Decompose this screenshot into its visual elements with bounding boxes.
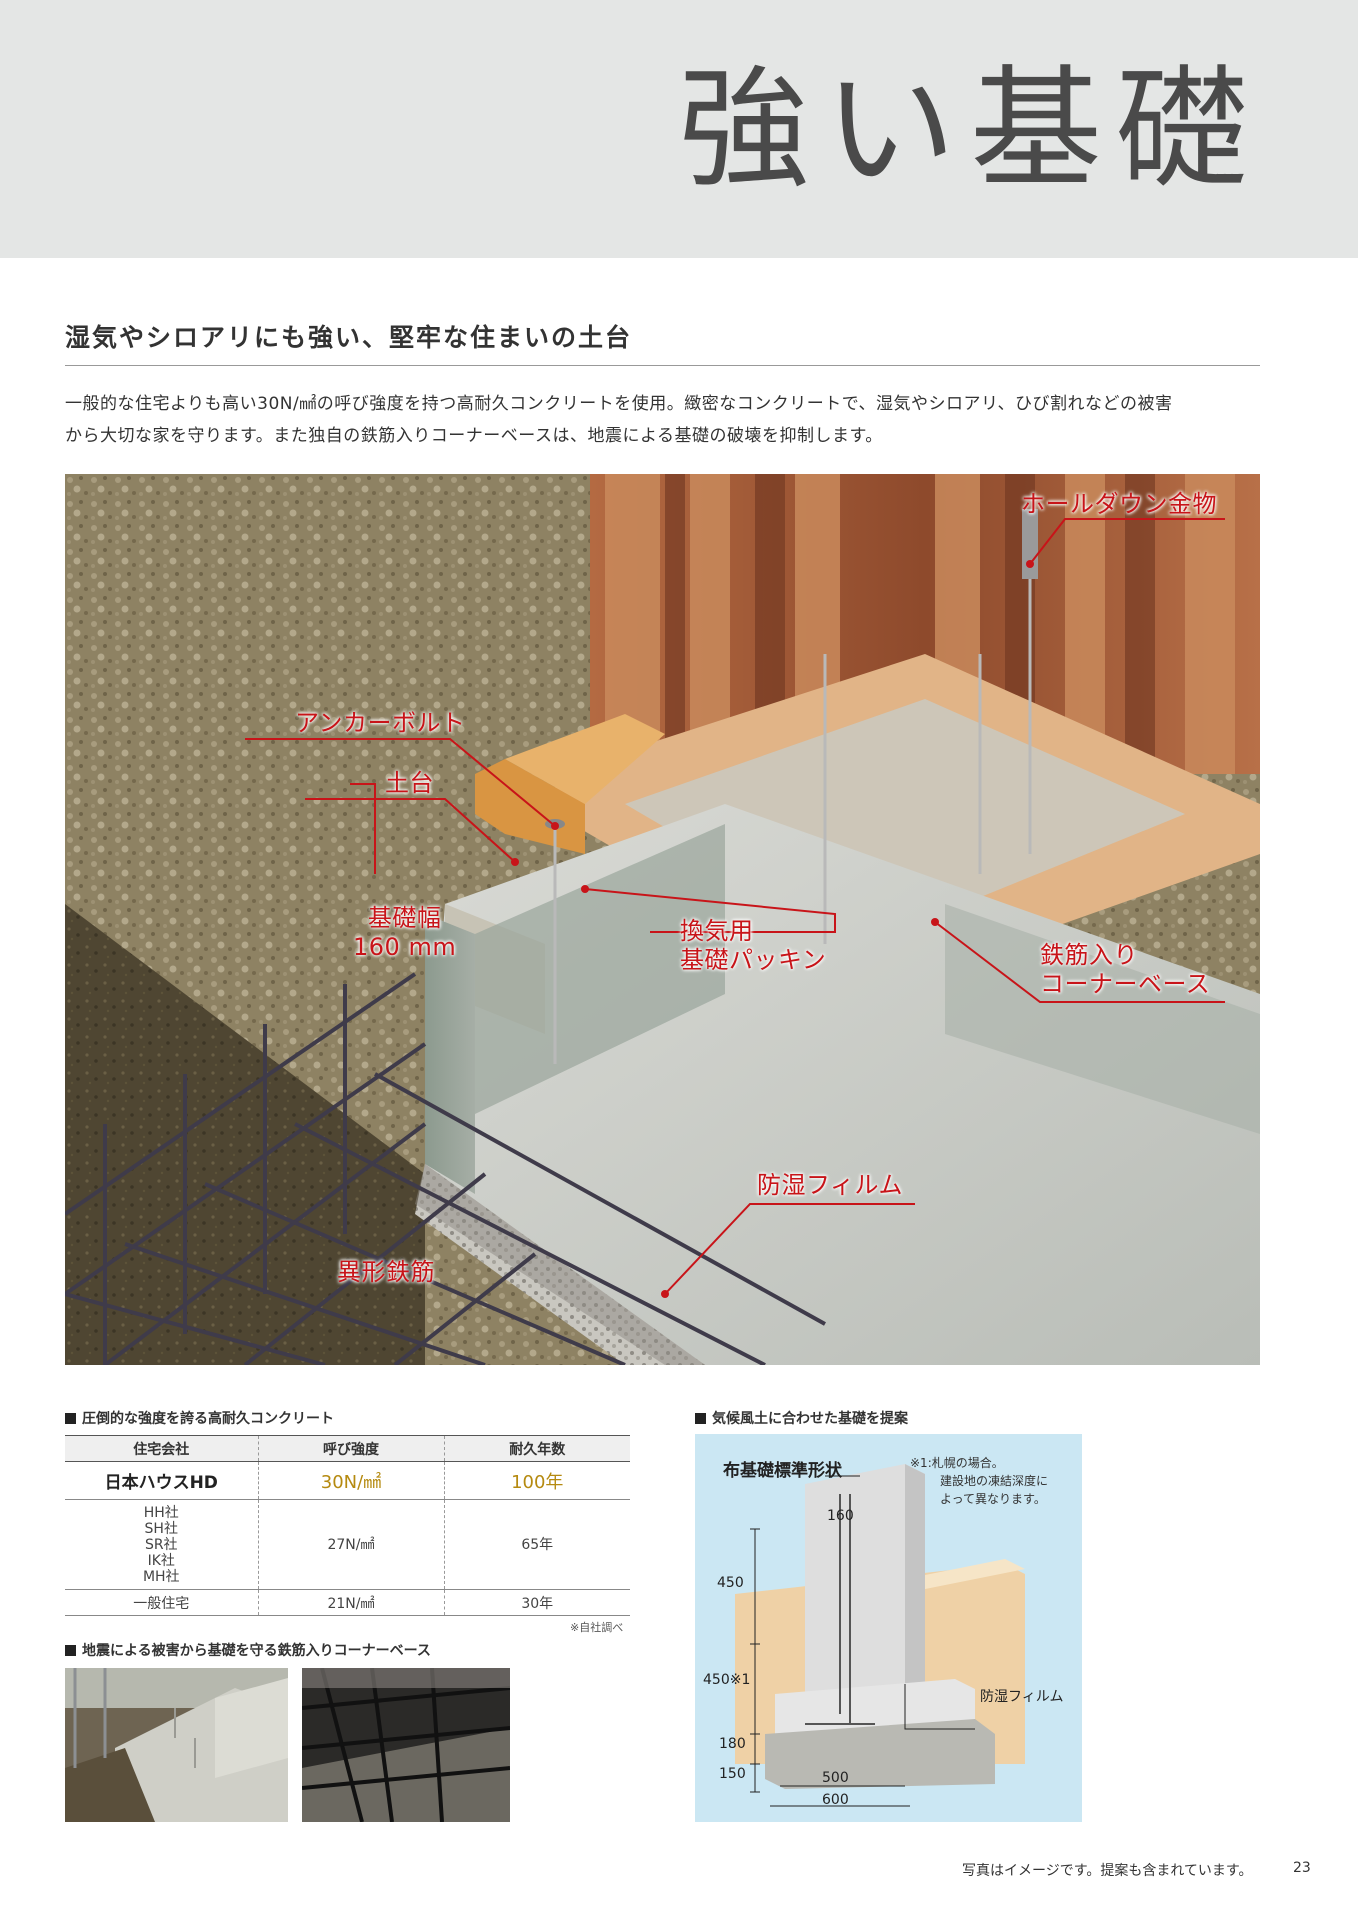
cell-strength: 30N/㎟ <box>257 1461 444 1500</box>
page-title: 強い基礎 <box>678 53 1262 207</box>
callout-corner-base-line-2: コーナーベース <box>1040 970 1211 998</box>
concrete-section-heading: 圧倒的な強度を誇る高耐久コンクリート <box>65 1408 334 1428</box>
table-row: 日本ハウスHD 30N/㎟ 100年 <box>65 1461 630 1500</box>
callout-deformed-rebar: 異形鉄筋 <box>337 1258 435 1286</box>
callout-hold-down: ホールダウン金物 <box>1021 490 1217 518</box>
dim-base-height: 150 <box>719 1766 746 1782</box>
dim-upper-height: 450 <box>717 1575 744 1591</box>
section-subtitle: 湿気やシロアリにも強い、堅牢な住まいの土台 <box>65 323 633 352</box>
strength-table: 住宅会社 呼び強度 耐久年数 日本ハウスHD 30N/㎟ 100年 HH社 SH… <box>65 1435 630 1616</box>
company-hh: HH社 <box>143 1504 179 1521</box>
cell-years: 65年 <box>443 1499 630 1590</box>
table-row: HH社 SH社 SR社 IK社 MH社 27N/㎟ 65年 <box>65 1499 630 1590</box>
cell-company: 一般住宅 <box>65 1589 258 1616</box>
cell-strength: 21N/㎟ <box>257 1589 444 1616</box>
column-header-company: 住宅会社 <box>65 1435 258 1462</box>
table-row: 一般住宅 21N/㎟ 30年 <box>65 1589 630 1616</box>
callout-corner-base: 鉄筋入り コーナーベース <box>1040 941 1210 999</box>
corner-section-heading-text: 地震による被害から基礎を守る鉄筋入りコーナーベース <box>82 1643 431 1659</box>
dim-top-width: 160 <box>827 1508 854 1524</box>
callout-foundation-width-line-1: 基礎幅 <box>367 904 442 932</box>
intro-line-2: から大切な家を守ります。また独自の鉄筋入りコーナーベースは、地震による基礎の破壊… <box>65 426 883 446</box>
cell-years: 30年 <box>443 1589 630 1616</box>
cell-companies: HH社 SH社 SR社 IK社 MH社 <box>65 1499 258 1590</box>
callout-foundation-width: 基礎幅 160 mm <box>353 904 456 962</box>
cell-strength: 27N/㎟ <box>257 1499 444 1590</box>
company-sh: SH社 <box>144 1520 178 1537</box>
footer-caption: 写真はイメージです。提案も含まれています。 <box>962 1863 1253 1879</box>
square-bullet-icon <box>695 1413 706 1424</box>
cell-years: 100年 <box>443 1461 630 1500</box>
column-header-strength: 呼び強度 <box>257 1435 444 1462</box>
foundation-illustration: ホールダウン金物 アンカーボルト 土台 基礎幅 160 mm 換気用 基礎パッキ… <box>65 474 1260 1365</box>
header-band: 強い基礎 <box>0 0 1358 258</box>
diagram-note-line-2: 建設地の凍結深度に <box>940 1474 1049 1488</box>
square-bullet-icon <box>65 1645 76 1656</box>
footing-section-diagram: 布基礎標準形状 ※1:札幌の場合。 建設地の凍結深度に よって異なります。 16… <box>695 1434 1082 1822</box>
page-number: 23 <box>1293 1860 1311 1876</box>
corner-base-photo-2 <box>302 1668 510 1822</box>
diagram-title: 布基礎標準形状 <box>723 1461 842 1481</box>
table-header-row: 住宅会社 呼び強度 耐久年数 <box>65 1435 630 1462</box>
dim-inner-width: 500 <box>822 1770 849 1786</box>
corner-base-photo-2-image <box>302 1668 510 1822</box>
diagram-film-label: 防湿フィルム <box>980 1689 1064 1705</box>
foundation-cutaway-drawing <box>65 474 1260 1365</box>
dim-outer-width: 600 <box>822 1792 849 1808</box>
column-header-years: 耐久年数 <box>443 1435 630 1462</box>
table-note: ※自社調べ <box>570 1621 624 1634</box>
callout-vent-packing-line-1: 換気用 <box>680 917 754 945</box>
concrete-section-heading-text: 圧倒的な強度を誇る高耐久コンクリート <box>82 1411 334 1427</box>
callout-vent-packing-line-2: 基礎パッキン <box>680 946 827 974</box>
callout-corner-base-line-1: 鉄筋入り <box>1040 941 1138 969</box>
dim-lower-height: 450※1 <box>703 1672 751 1688</box>
callout-sill: 土台 <box>385 769 434 797</box>
subtitle-divider <box>65 365 1260 366</box>
climate-section-heading-text: 気候風土に合わせた基礎を提案 <box>712 1411 908 1427</box>
intro-text: 一般的な住宅よりも高い30N/㎟の呼び強度を持つ高耐久コンクリートを使用。緻密な… <box>65 388 1265 452</box>
diagram-note-line-3: よって異なります。 <box>940 1492 1046 1506</box>
cell-company: 日本ハウスHD <box>65 1461 258 1500</box>
corner-base-photo-1-image <box>65 1668 288 1822</box>
callout-vent-packing: 換気用 基礎パッキン <box>680 917 826 975</box>
dim-footing-height: 180 <box>719 1736 746 1752</box>
intro-line-1: 一般的な住宅よりも高い30N/㎟の呼び強度を持つ高耐久コンクリートを使用。緻密な… <box>65 394 1173 414</box>
company-sr: SR社 <box>144 1536 178 1553</box>
corner-section-heading: 地震による被害から基礎を守る鉄筋入りコーナーベース <box>65 1640 431 1660</box>
footing-diagram-drawing <box>735 1464 1025 1807</box>
climate-section-heading: 気候風土に合わせた基礎を提案 <box>695 1408 908 1428</box>
callout-foundation-width-line-2: 160 mm <box>353 933 457 961</box>
callout-anchor-bolt: アンカーボルト <box>295 709 466 737</box>
square-bullet-icon <box>65 1413 76 1424</box>
company-ik: IK社 <box>147 1552 175 1569</box>
corner-base-photo-1 <box>65 1668 288 1822</box>
diagram-note-line-1: ※1:札幌の場合。 <box>910 1456 1004 1470</box>
diagram-note: ※1:札幌の場合。 建設地の凍結深度に よって異なります。 <box>910 1454 1048 1508</box>
callout-moisture-film: 防湿フィルム <box>757 1171 904 1199</box>
company-mh: MH社 <box>142 1568 180 1585</box>
